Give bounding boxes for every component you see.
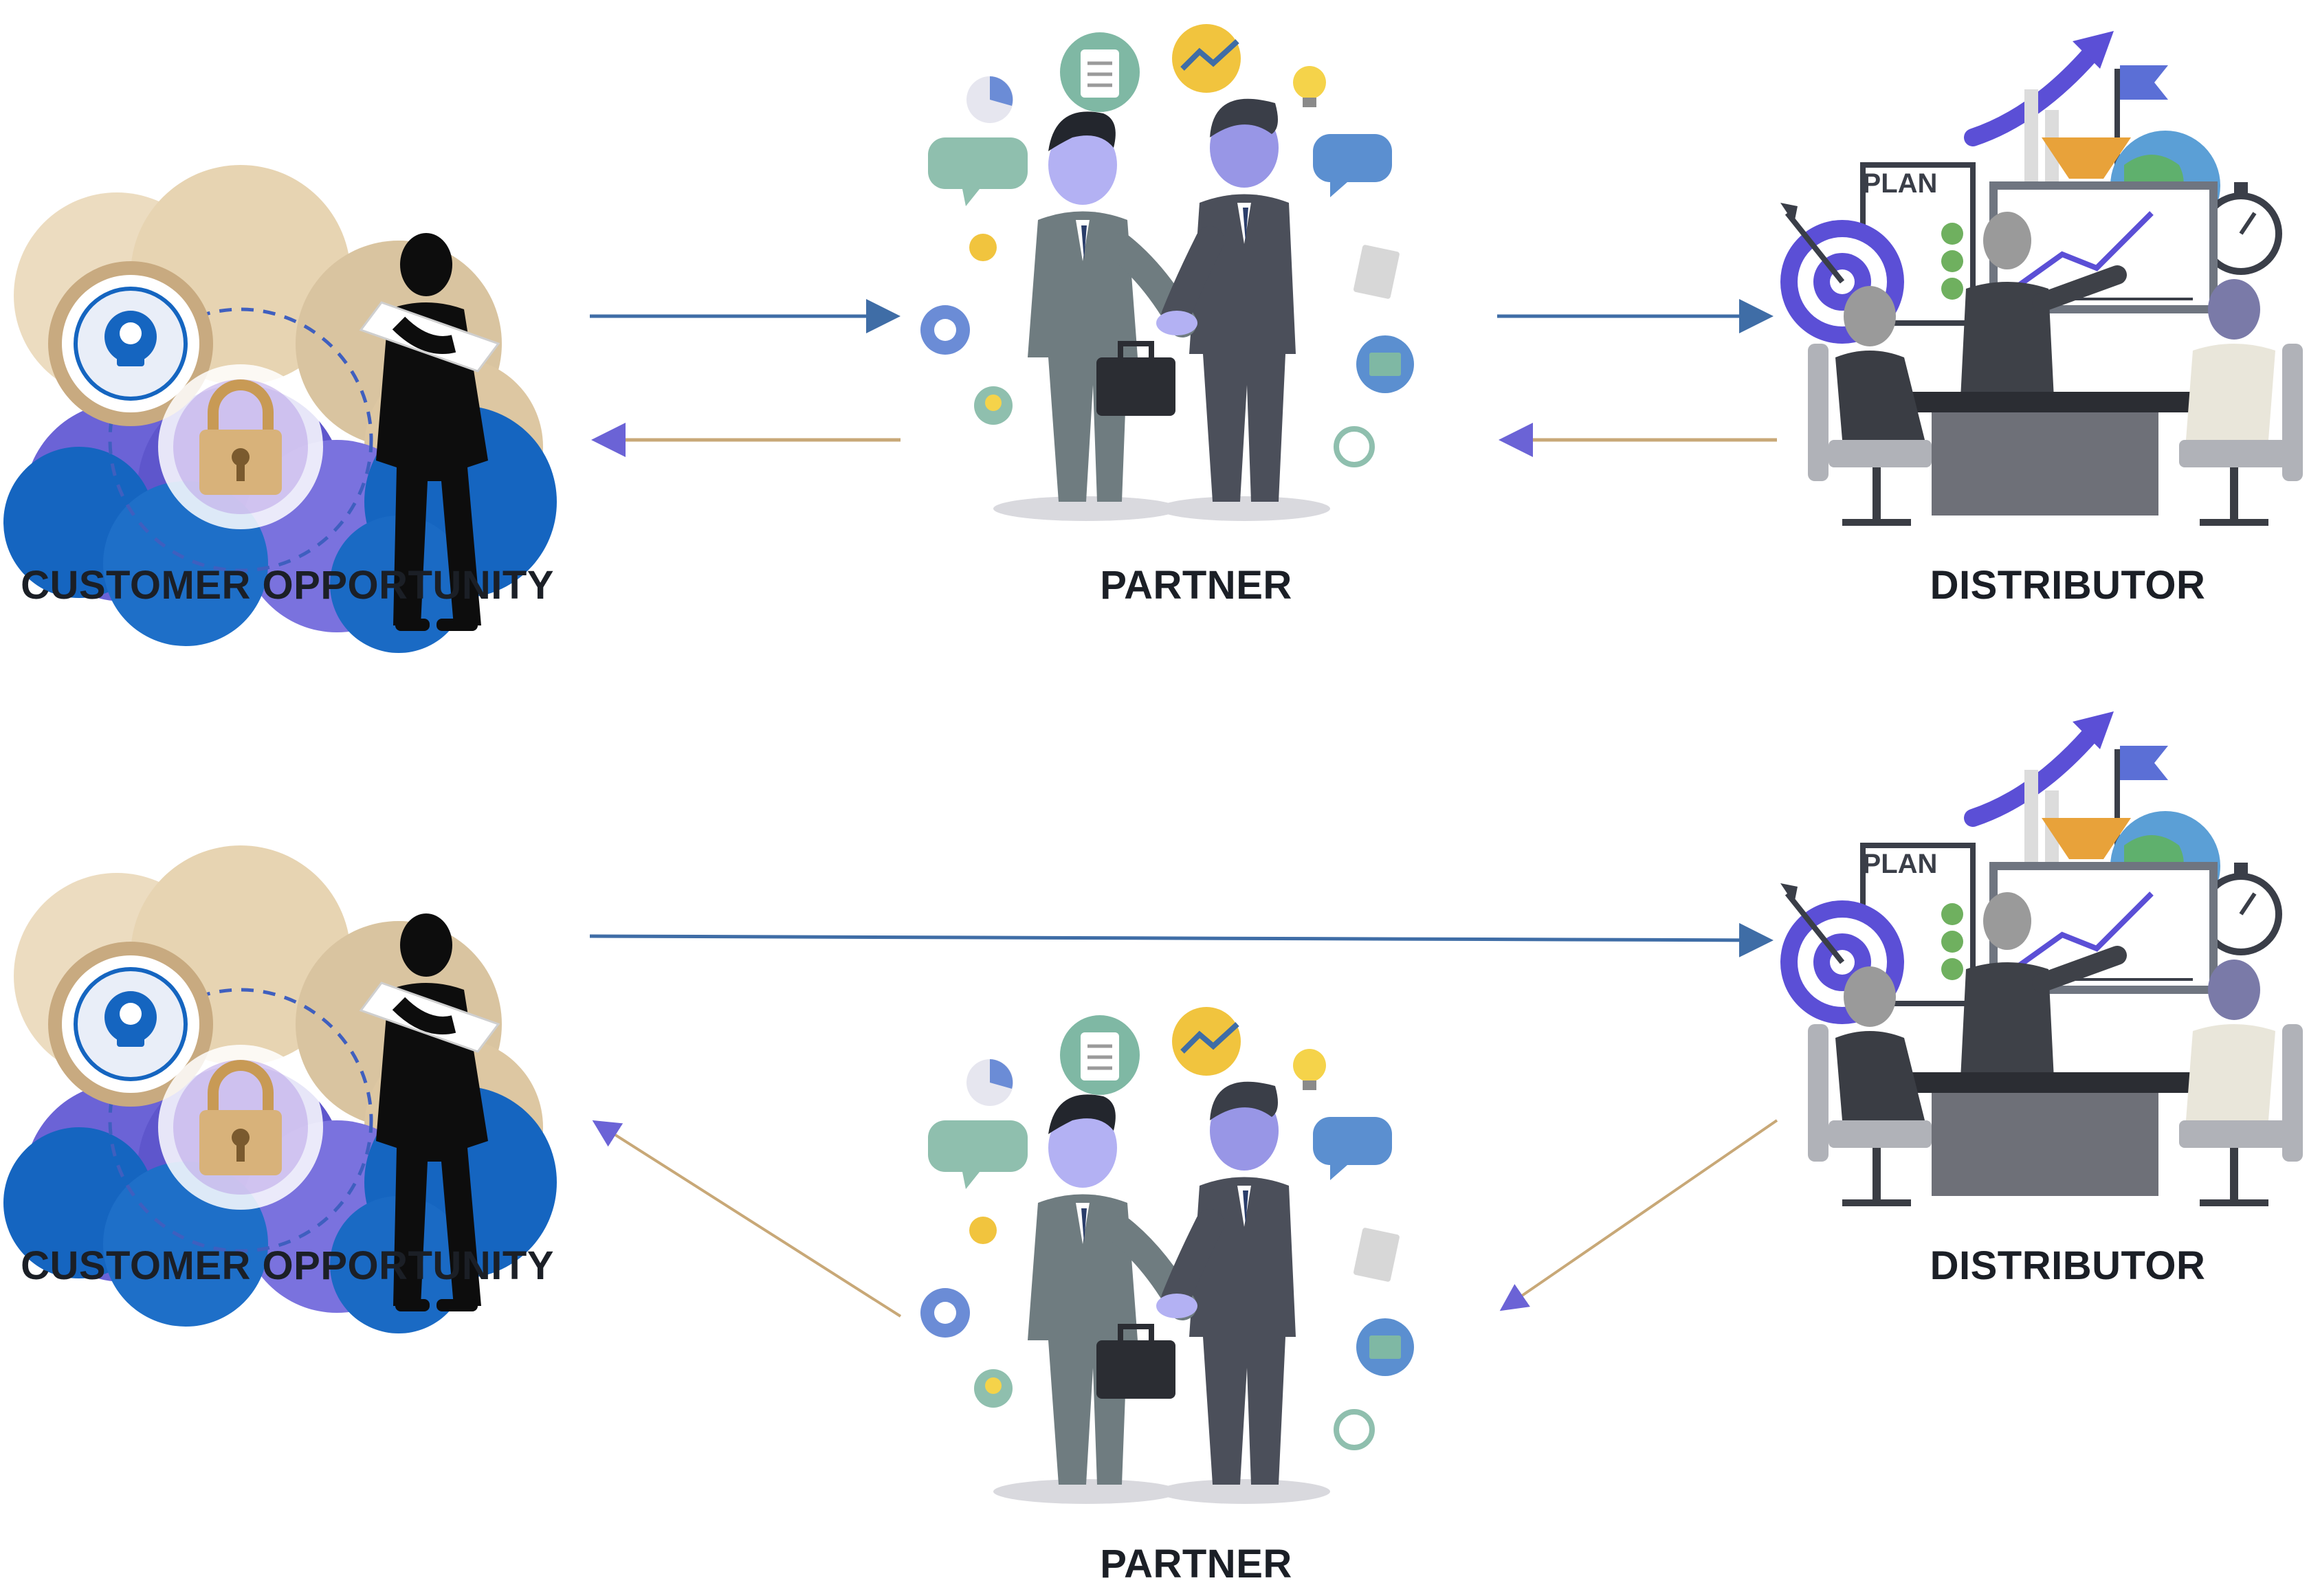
top-partner-illustration [920,24,1414,521]
bottom-partner-label: PARTNER [1100,1542,1292,1586]
bottom-plan-board-text: PLAN [1863,849,1938,879]
top-distributor-illustration: PLAN [1780,31,2303,522]
top-partner-label: PARTNER [1100,563,1292,608]
bottom-arrows [589,922,1778,1318]
bottom-distributor-illustration: PLAN [1780,711,2303,1203]
bottom-arrow-customer-to-distributor [589,922,1774,957]
top-customer-label: CUSTOMER OPPORTUNITY [21,563,554,608]
top-plan-board-text: PLAN [1863,168,1938,199]
top-distributor-label: DISTRIBUTOR [1930,563,2206,608]
top-arrows [590,299,1777,457]
bottom-distributor-label: DISTRIBUTOR [1930,1243,2206,1288]
bottom-partner-illustration [920,1007,1414,1504]
bottom-arrow-distributor-to-partner [1499,1119,1778,1311]
bottom-arrow-partner-to-customer [592,1120,902,1318]
bottom-customer-label: CUSTOMER OPPORTUNITY [21,1243,554,1288]
